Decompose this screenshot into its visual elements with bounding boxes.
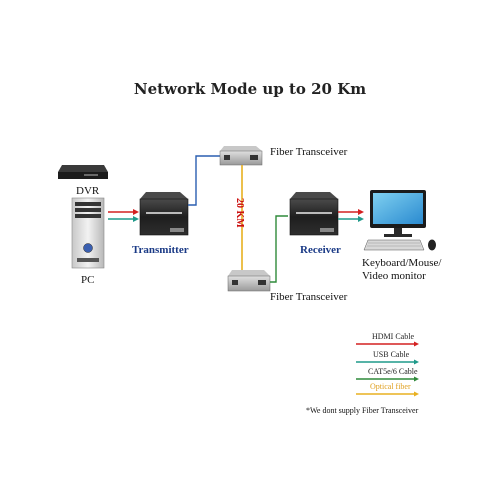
receiver-device: [289, 192, 339, 236]
transmitter-device: [139, 192, 189, 236]
peripherals-label-line1: Keyboard/Mouse/: [362, 257, 442, 269]
source-cables: [108, 209, 139, 222]
legend-hdmi-label: HDMI Cable: [372, 332, 414, 341]
video-monitor: [370, 190, 426, 237]
output-cables: [338, 209, 364, 222]
transmitter-label: Transmitter: [132, 244, 189, 256]
fiber-transceiver-top: [219, 146, 263, 166]
legend-cat-label: CAT5e/6 Cable: [368, 367, 418, 376]
dvr-device: [58, 165, 108, 179]
mouse: [428, 239, 436, 251]
receiver-label: Receiver: [300, 244, 341, 256]
cat-cable-rx: [270, 215, 288, 283]
pc-label: PC: [81, 274, 94, 286]
legend: HDMI Cable USB Cable CAT5e/6 Cable Optic…: [356, 332, 419, 397]
fiber-bottom-label: Fiber Transceiver: [270, 291, 348, 303]
legend-optical-label: Optical fiber: [370, 382, 411, 391]
keyboard: [363, 239, 425, 251]
diagram-title: Network Mode up to 20 Km: [134, 80, 366, 98]
pc-tower: [71, 197, 105, 269]
fiber-transceiver-bottom: [227, 270, 271, 292]
distance-label: 20 KM: [234, 198, 245, 228]
cat-cable-tx: [188, 155, 222, 206]
fiber-top-label: Fiber Transceiver: [270, 146, 348, 158]
supply-note: *We dont supply Fiber Transceiver: [306, 406, 419, 415]
peripherals-label-line2: Video monitor: [362, 270, 426, 282]
dvr-label: DVR: [76, 185, 100, 197]
legend-usb-label: USB Cable: [373, 350, 410, 359]
